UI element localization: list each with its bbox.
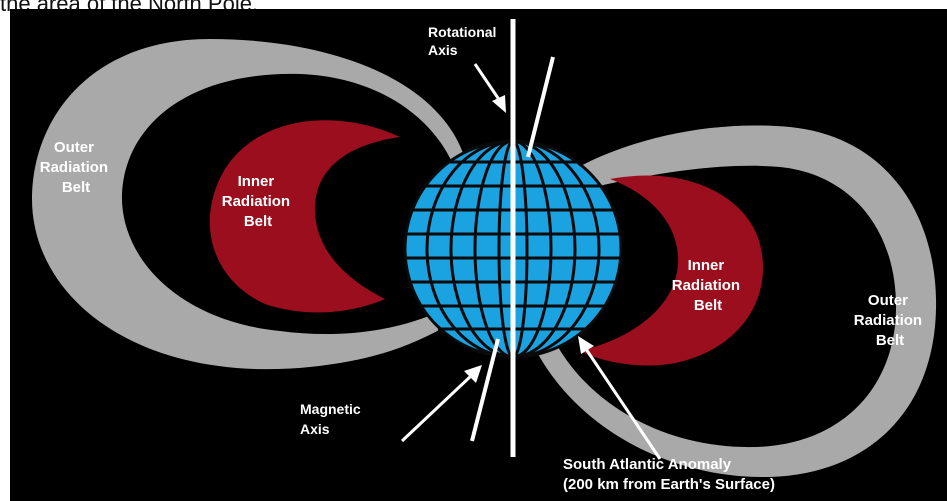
magnetic-axis-arrow [400,365,482,443]
magnetic-axis-label: Magnetic Axis [300,401,365,437]
magnetic-axis-line-bottom [470,338,500,442]
outer-belt-left-label: Outer Radiation Belt [40,139,113,196]
outer-radiation-belt-left [32,39,465,370]
rotational-axis-arrow [473,63,506,113]
south-atlantic-anomaly-arrow [578,336,662,460]
inner-belt-left-label: Inner Radiation Belt [222,173,295,230]
radiation-belts-diagram: Rotational Axis Outer Radiation Belt Inn… [10,9,947,501]
rotational-axis-label: Rotational Axis [428,24,500,58]
inner-belt-right-label: Inner Radiation Belt [672,257,745,314]
inner-radiation-belt-right [580,175,764,366]
diagram-canvas: Rotational Axis Outer Radiation Belt Inn… [32,19,937,493]
south-atlantic-anomaly-label: South Atlantic Anomaly (200 km from Eart… [563,456,775,493]
inner-radiation-belt-left [209,120,400,313]
outer-belt-right-label: Outer Radiation Belt [854,292,927,349]
magnetic-axis-line-top [526,56,555,158]
